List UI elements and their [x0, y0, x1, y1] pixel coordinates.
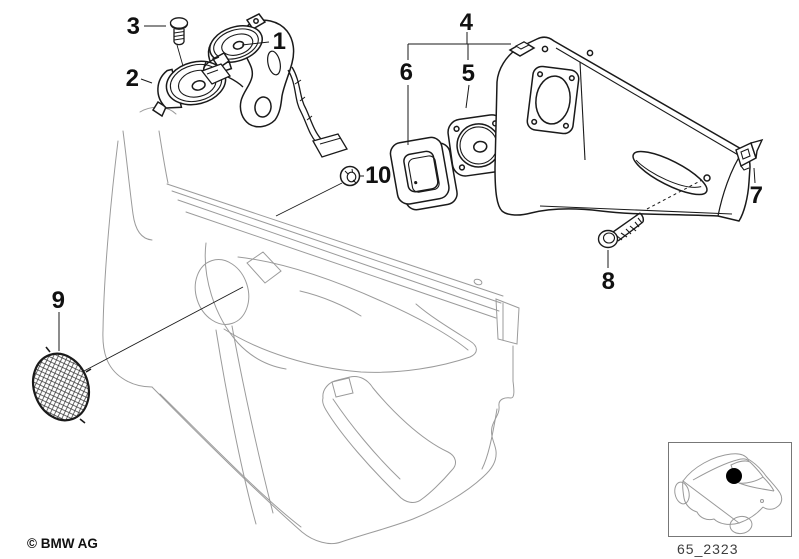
callout-label-1[interactable]: 1 [272, 28, 286, 55]
speaker-wire-harness [200, 56, 348, 158]
part-3-screw [169, 17, 189, 46]
car-location-inset [668, 442, 792, 537]
callout-label-8[interactable]: 8 [601, 268, 615, 295]
callout-label-4[interactable]: 4 [459, 9, 473, 36]
callout-label-2[interactable]: 2 [125, 65, 139, 92]
callout-label-10[interactable]: 10 [365, 162, 391, 189]
location-marker-dot [726, 468, 742, 484]
callout-label-3[interactable]: 3 [126, 13, 140, 40]
diagram-code: 65_2323 [677, 541, 739, 557]
part-4-speaker-carrier [494, 36, 751, 222]
car-location-icon [674, 453, 783, 535]
callout-label-7[interactable]: 7 [749, 182, 763, 209]
callout-label-9[interactable]: 9 [51, 287, 65, 314]
part-10-grommet [339, 165, 361, 187]
part-6-gasket-frame [389, 136, 458, 211]
part-9-speaker-grille [31, 346, 92, 424]
part-8-screw [597, 179, 703, 249]
part-2-tweeter [151, 52, 231, 118]
callout-leader-lines [58, 25, 756, 372]
bmw-copyright: © BMW AG [27, 536, 98, 551]
callout-label-6[interactable]: 6 [399, 59, 413, 86]
part-7-clip [735, 138, 764, 171]
callout-label-5[interactable]: 5 [461, 60, 475, 87]
